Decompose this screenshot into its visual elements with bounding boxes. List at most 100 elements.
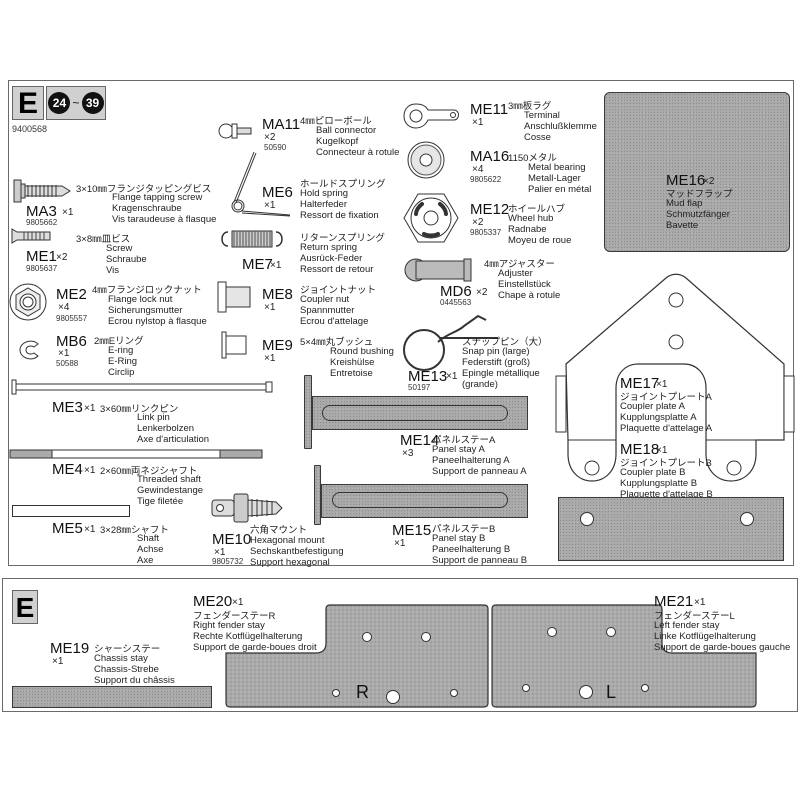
part-name-de: Sechskantbefestigung [250, 546, 344, 557]
coupler-nut-icon [217, 281, 251, 313]
part-name-fr: Tige filetée [137, 496, 184, 507]
part-code: MD6 [440, 283, 472, 300]
part-name-de: Linke Kotflügelhalterung [654, 631, 756, 642]
coupler-plate-a-outline [555, 273, 795, 482]
snap-pin-icon [403, 314, 498, 371]
part-name-jp: 4㎜アジャスター [484, 259, 555, 270]
step-start: 24 [48, 92, 71, 114]
part-name-de: Anschlußklemme [524, 121, 597, 132]
part-name-en: Adjuster [498, 268, 533, 279]
part-name-de: E-Ring [108, 356, 138, 367]
part-code: ME8 [262, 286, 293, 303]
part-name-jp: ジョイントプレートB [620, 458, 712, 469]
part-name-en: Round bushing [330, 346, 394, 357]
panel-stay-a-flange [304, 375, 312, 449]
threaded-shaft-icon [9, 449, 263, 459]
round-bushing-icon [221, 331, 247, 359]
step-range-badge: 24 ~ 39 [46, 86, 106, 120]
part-name-fr: Support hexagonal [250, 557, 330, 568]
part-name-de: Schraube [106, 254, 147, 265]
part-quantity: ×1 [270, 260, 282, 271]
link-pin-icon [11, 379, 273, 395]
part-name-fr: Vis taraudeuse à flasque [112, 214, 217, 225]
part-name-de: Kupplungsplatte A [620, 412, 697, 423]
part-name-fr: Entretoise [330, 368, 373, 379]
part-name-en: Coupler nut [300, 294, 350, 305]
part-name-fr: Circlip [108, 367, 135, 378]
panel-stay-b-flange [314, 465, 321, 525]
part-name-fr: Connecteur à rotule [316, 147, 400, 158]
part-name-fr: Axe [137, 555, 154, 566]
part-name-jp: リターンスプリング [300, 233, 385, 244]
part-name-fr: Vis [106, 265, 120, 276]
part-name-de: Rechte Kotflügelhalterung [193, 631, 303, 642]
coupler-plate-b-part [558, 497, 784, 561]
part-name-en: Chassis stay [94, 653, 148, 664]
part-name-jp: 3×10㎜フランジタッピングビス [76, 184, 212, 195]
part-marking: L [606, 682, 617, 702]
part-marking: R [356, 682, 369, 702]
part-name-jp: フェンダーステーL [654, 611, 735, 622]
part-name-fr: Axe d'articulation [137, 434, 210, 445]
part-name-en: Screw [106, 243, 133, 254]
panel-stay-a-part [312, 396, 528, 430]
part-name-en: Mud flap [666, 198, 703, 209]
part-name-jp: 3×28㎜シャフト [100, 525, 169, 536]
part-quantity: ×1 [214, 547, 226, 558]
part-name-fr: Ecrou d'attelage [300, 316, 369, 327]
part-name-en: Flange lock nut [108, 294, 173, 305]
part-code: ME17 [620, 375, 660, 392]
metal-bearing-icon [407, 141, 445, 179]
part-name-jp: ホールドスプリング [300, 179, 386, 190]
bag-number: 9400568 [12, 124, 48, 134]
part-name-de: Radnabe [508, 224, 547, 235]
part-name-de: Kragenschraube [112, 203, 182, 214]
part-code: ME13 [408, 368, 448, 385]
part-name-fr: Palier en métal [528, 184, 592, 195]
part-name-jp: シャーシステー [94, 644, 161, 655]
part-name-de: Achse [137, 544, 164, 555]
part-code: MA16 [470, 148, 510, 165]
part-quantity: ×1 [52, 656, 64, 667]
part-name-en: Ball connector [316, 125, 377, 136]
part-name-de: Kreishülse [330, 357, 375, 368]
chassis-stay-part [12, 686, 212, 708]
part-name-fr: Support de panneau B [432, 555, 528, 566]
part-name-jp: パネルステーA [432, 435, 496, 446]
part-name-fr: Moyeu de roue [508, 235, 572, 246]
part-quantity: ×1 [264, 353, 276, 364]
step-separator: ~ [72, 96, 80, 110]
part-name-en: Right fender stay [193, 620, 265, 631]
hold-spring-icon [231, 151, 291, 217]
hexagonal-mount-icon [211, 493, 283, 523]
part-code: ME18 [620, 441, 660, 458]
part-name-en: Panel stay B [432, 533, 486, 544]
mud-flap-part [604, 92, 790, 252]
ball-connector-icon [218, 123, 252, 139]
part-code: ME14 [400, 432, 440, 449]
flange-tapping-screw-icon [13, 179, 71, 203]
part-quantity: ×3 [402, 448, 414, 459]
part-quantity: ×1 [84, 524, 96, 535]
part-name-jp: 5×4㎜丸ブッシュ [300, 337, 374, 348]
panel-stay-b-slot [332, 492, 508, 508]
part-quantity: ×1 [232, 597, 244, 608]
part-quantity: ×2 [264, 132, 276, 143]
part-number: 9805637 [26, 264, 58, 273]
part-code: ME3 [52, 399, 83, 416]
part-code: MA11 [262, 116, 301, 133]
part-name-de: Lenkerbolzen [137, 423, 195, 434]
part-code: ME7 [242, 256, 273, 273]
part-name-fr: Support du châssis [94, 675, 175, 686]
part-name-jp: スナップピン（大） [462, 337, 548, 348]
part-name-de: Chassis-Strebe [94, 664, 159, 675]
part-number: 9805557 [56, 314, 88, 323]
part-name-jp: ジョイントプレートA [620, 392, 712, 403]
e-ring-icon [19, 340, 39, 360]
part-name-de: Halterfeder [300, 199, 347, 210]
part-name-de: Federstift (groß) [462, 357, 531, 368]
part-name-jp: 六角マウント [250, 525, 308, 536]
part-number: 9805622 [470, 175, 502, 184]
part-name-jp: 2×60㎜両ネジシャフト [100, 466, 198, 477]
part-name-en: Wheel hub [508, 213, 554, 224]
